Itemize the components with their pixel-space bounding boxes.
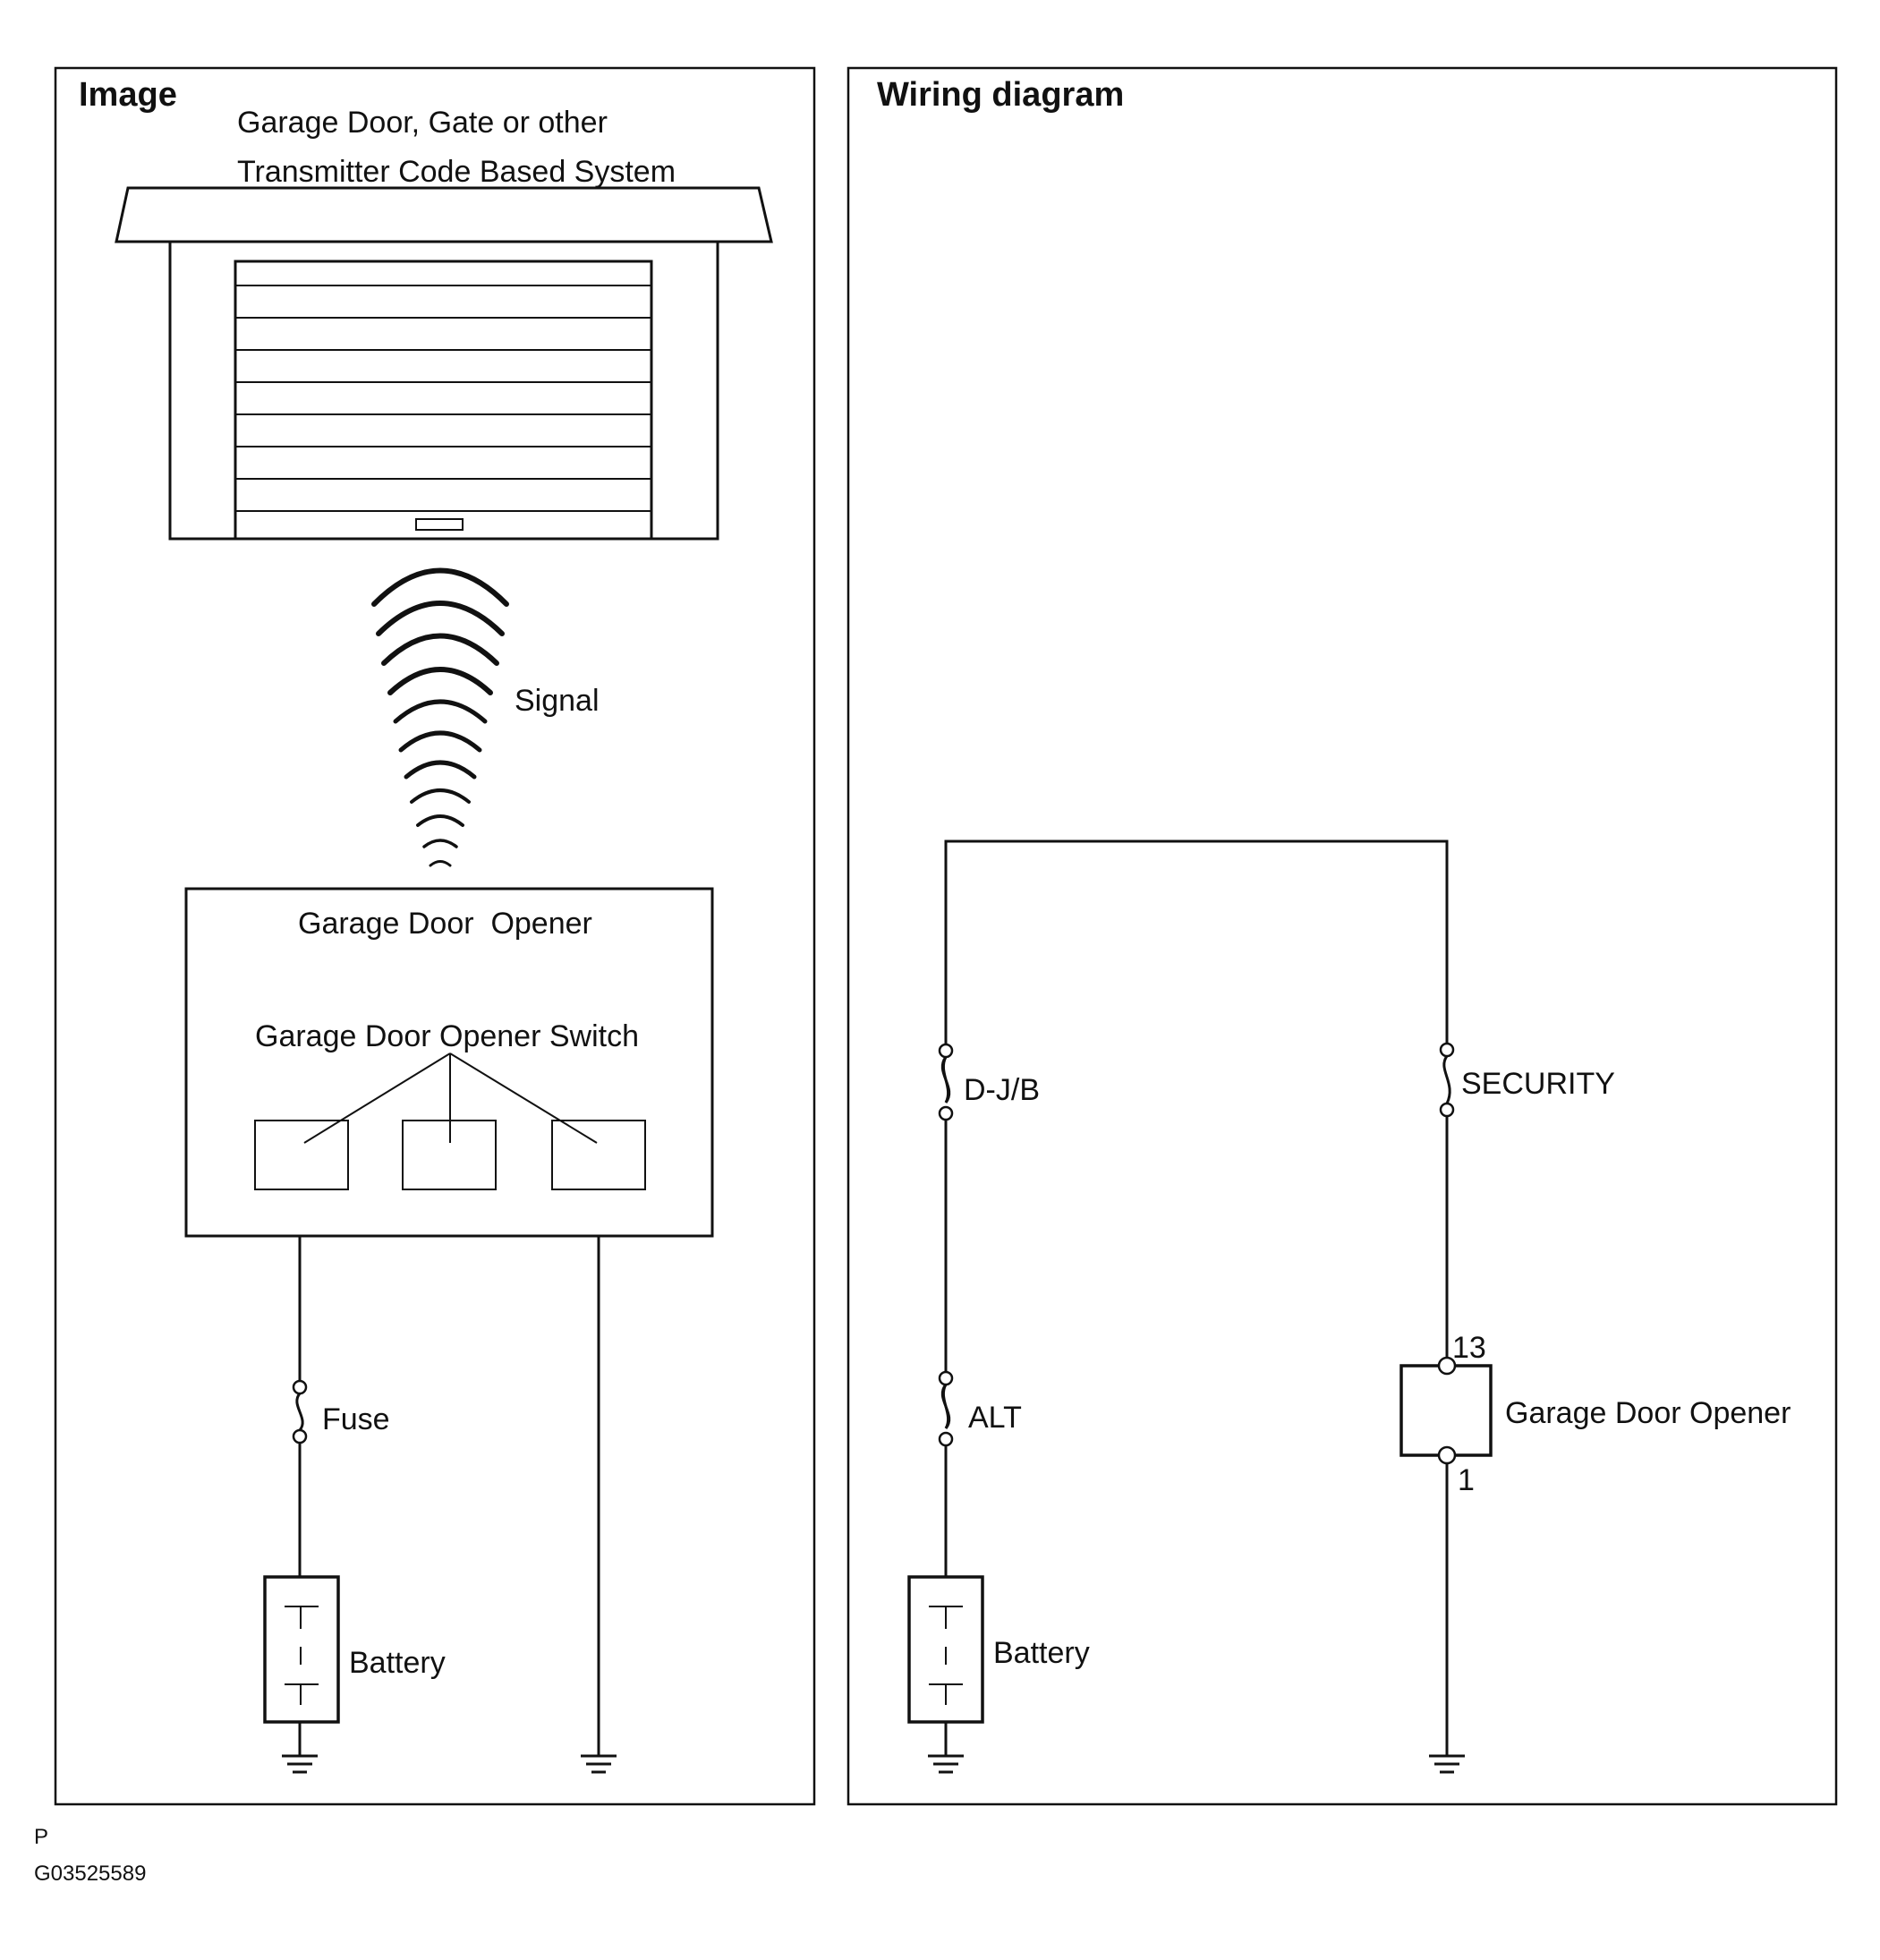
garage-door-icon [115,186,773,541]
wiring-opener-label: Garage Door Opener [1505,1396,1791,1430]
opener-label: Garage Door Opener [298,907,592,941]
battery-icon [263,1575,340,1724]
switch-button-center [402,1120,497,1190]
pin-top-label: 13 [1452,1331,1486,1365]
switch-label: Garage Door Opener Switch [255,1019,639,1053]
image-panel: Image Garage Door, Gate or other Transmi… [54,66,816,1806]
fuse-djb-label: D-J/B [964,1073,1040,1107]
wiring-panel: Wiring diagram D-J/B ALT [846,66,1838,1806]
fuse-label: Fuse [322,1402,390,1436]
fuse-icon [292,1379,308,1444]
image-panel-title: Image [79,76,177,114]
ground-icon [282,1754,318,1774]
signal-label: Signal [515,684,600,718]
ground-icon [928,1754,964,1774]
pin-bottom-label: 1 [1458,1463,1475,1497]
pin-1-terminal [1437,1445,1457,1465]
fuse-djb-icon [938,1043,954,1121]
system-caption-line2: Transmitter Code Based System [237,155,676,189]
wiring-panel-frame [846,66,1838,1806]
garage-door-opener-box [184,887,714,1238]
fuse-security-icon [1439,1042,1455,1118]
switch-button-left [254,1120,349,1190]
wiring-opener-box [1399,1364,1493,1457]
wiring-battery-label: Battery [993,1636,1090,1670]
image-panel-frame [54,66,816,1806]
wiring-panel-title: Wiring diagram [877,76,1124,114]
battery-icon [907,1575,984,1724]
system-caption-line1: Garage Door, Gate or other [237,106,608,140]
switch-buttons [254,1052,646,1190]
ground-icon [581,1754,617,1774]
fuse-security-label: SECURITY [1461,1067,1615,1101]
page-letter: P [34,1825,48,1849]
fuse-alt-icon [938,1370,954,1447]
figure-code: G03525589 [34,1862,146,1886]
pin-13-terminal [1437,1356,1457,1376]
battery-label: Battery [349,1646,446,1680]
ground-icon [1429,1754,1465,1774]
fuse-alt-label: ALT [968,1401,1022,1435]
switch-button-right [551,1120,646,1190]
signal-wave-icon [371,567,509,867]
